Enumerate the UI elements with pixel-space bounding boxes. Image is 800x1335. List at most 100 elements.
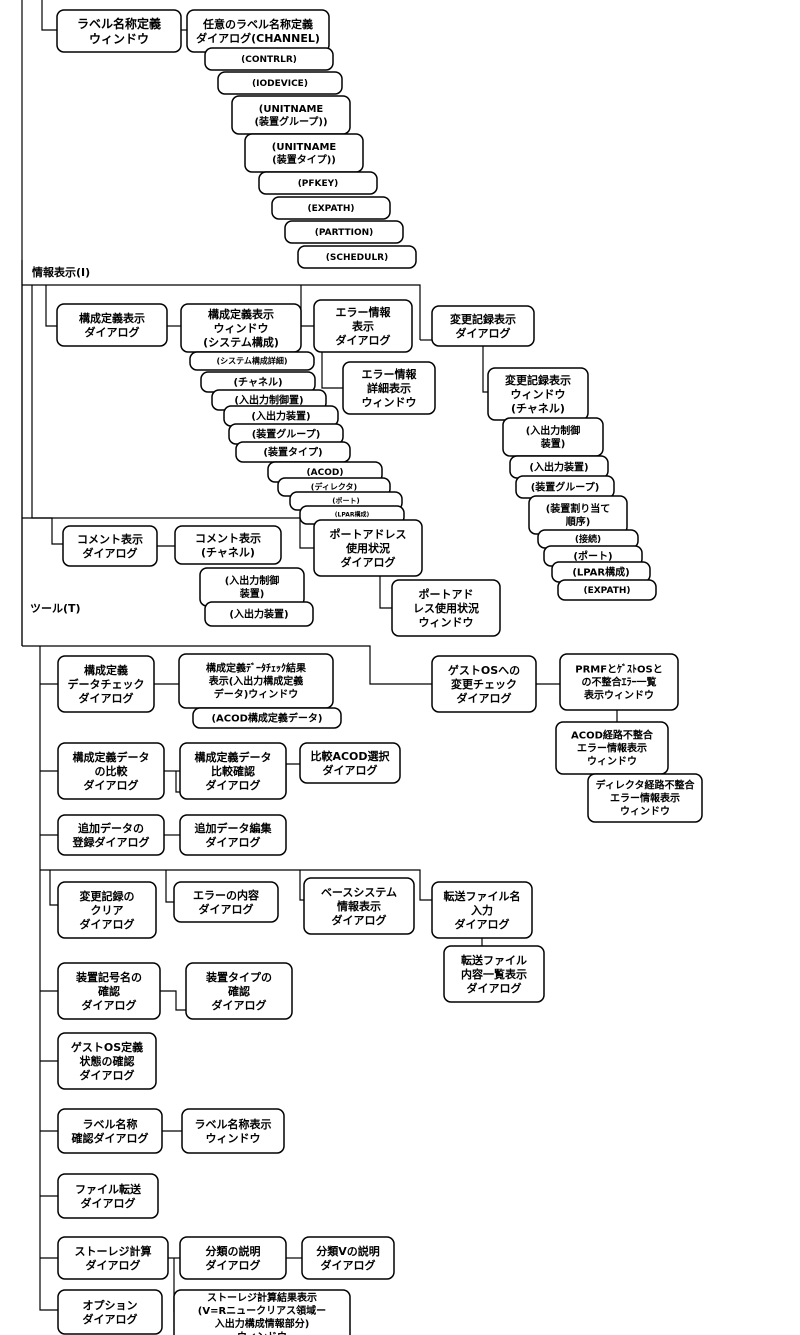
node-label-line: ウィンドウ bbox=[620, 806, 670, 818]
node-label-line: オプション bbox=[83, 1298, 138, 1312]
node-box bbox=[303, 877, 415, 935]
node-label-line: ダイアログ bbox=[83, 1312, 138, 1326]
node-box bbox=[173, 881, 279, 923]
node-label-line: (装置タイプ)) bbox=[272, 153, 336, 166]
node-cfg-iodev: (入出力装置) bbox=[223, 405, 339, 427]
node-label-line: ダイアログ bbox=[336, 333, 391, 347]
node-box bbox=[258, 171, 378, 195]
node-label-line: 使用状況 bbox=[345, 541, 390, 555]
node-label-line: ダイアログ bbox=[83, 546, 138, 560]
node-label-line: の不整合ｴﾗｰ一覧 bbox=[582, 676, 657, 689]
connector-line-34 bbox=[160, 990, 186, 1011]
connector-line-8 bbox=[300, 285, 314, 327]
node-box bbox=[299, 742, 401, 784]
node-label-line: 比較ACOD選択 bbox=[310, 749, 390, 763]
node-box bbox=[313, 519, 423, 577]
node-label-line: 転送ファイル名 bbox=[444, 889, 521, 903]
node-label-line: エラーの内容 bbox=[193, 888, 259, 902]
node-label-line: (V=Rニュークリアス領域ー bbox=[198, 1304, 326, 1317]
node-label-line: ゲストOS定義 bbox=[71, 1040, 143, 1054]
node-label-line: ダイアログ bbox=[79, 691, 134, 705]
node-label-line: ダイアログ(CHANNEL) bbox=[196, 31, 320, 45]
node-box bbox=[57, 1289, 163, 1335]
node-label-line: 転送ファイル bbox=[461, 953, 527, 967]
connector-line-11 bbox=[482, 346, 488, 393]
node-label-line: (ACOD構成定義データ) bbox=[211, 712, 322, 725]
node-label-line: ダイアログ bbox=[455, 917, 510, 931]
node-label-line: (システム構成) bbox=[203, 335, 279, 349]
connector-line-4 bbox=[22, 284, 421, 340]
node-label-line: (LPAR構成) bbox=[335, 511, 370, 519]
node-label-line: 構成定義データ bbox=[73, 750, 150, 764]
node-box bbox=[559, 653, 679, 711]
connector-line-17 bbox=[39, 646, 58, 1311]
node-chg-expath: (EXPATH) bbox=[557, 579, 657, 601]
node-label-line: (システム構成詳細) bbox=[216, 356, 287, 366]
connector-line-28 bbox=[40, 869, 432, 901]
node-chg-lpar: (LPAR構成) bbox=[551, 561, 651, 583]
node-label-line: ダイアログ bbox=[323, 763, 378, 777]
node-label-line: (チャネル) bbox=[233, 377, 282, 389]
node-label-line: ダイアログ bbox=[457, 691, 512, 705]
node-label-line: 構成定義表示 bbox=[208, 307, 274, 321]
node-label-line: 追加データの bbox=[78, 821, 144, 835]
node-label-line: ダイアログ bbox=[80, 1068, 135, 1082]
node-label-line: 変更チェック bbox=[451, 677, 517, 691]
connector-line-14 bbox=[379, 576, 392, 609]
node-label-line: ダイアログ bbox=[456, 326, 511, 340]
node-lbl-parttion: (PARTTION) bbox=[284, 220, 404, 244]
node-box bbox=[57, 814, 165, 856]
node-box bbox=[587, 773, 703, 823]
node-label-line: コメント表示 bbox=[77, 532, 143, 546]
node-boxes: ラベル名称定義ウィンドウ任意のラベル名称定義ダイアログ(CHANNEL)(CON… bbox=[56, 9, 703, 1335]
node-box bbox=[557, 579, 657, 601]
node-box bbox=[57, 742, 165, 800]
node-box bbox=[57, 962, 161, 1020]
node-label-line: ファイル転送 bbox=[75, 1182, 142, 1196]
node-box bbox=[57, 1236, 169, 1280]
node-cfg-devtype: (装置タイプ) bbox=[235, 441, 351, 463]
node-label-line: ウィンドウ bbox=[587, 756, 637, 768]
node-label-line: (入出力装置) bbox=[229, 608, 288, 621]
node-box bbox=[342, 361, 436, 415]
connector-line-31 bbox=[299, 870, 304, 901]
node-label-line: レス使用状況 bbox=[413, 601, 479, 615]
node-box bbox=[231, 95, 351, 135]
node-label-line: の比較 bbox=[95, 764, 129, 778]
node-label-line: コメント表示 bbox=[195, 531, 261, 545]
node-lbl-schedulr: (SCHEDULR) bbox=[297, 245, 417, 269]
node-box bbox=[204, 601, 314, 627]
node-label-line: 確認 bbox=[228, 984, 250, 998]
node-label-line: ストーレジ計算結果表示 bbox=[207, 1291, 317, 1304]
node-label-line: (チャネル) bbox=[511, 402, 565, 415]
node-label-line: (入出力装置) bbox=[251, 410, 310, 423]
node-label-line: (UNITNAME bbox=[259, 104, 324, 115]
node-label-line: ラベル名称定義 bbox=[77, 16, 161, 31]
node-label-line: 装置) bbox=[239, 587, 265, 600]
node-box bbox=[284, 220, 404, 244]
connector-line-30 bbox=[165, 870, 174, 903]
node-label-line: (SCHEDULR) bbox=[326, 253, 388, 263]
node-box bbox=[199, 567, 305, 607]
node-label-line: 登録ダイアログ bbox=[72, 835, 150, 849]
node-label-line: (チャネル) bbox=[201, 546, 255, 559]
node-label-line: ダイアログ bbox=[321, 1258, 376, 1272]
node-label-line: 分類Vの説明 bbox=[316, 1244, 380, 1258]
node-label-line: 追加データ編集 bbox=[195, 821, 273, 835]
node-label-line: クリア bbox=[91, 904, 124, 917]
node-lbl-unitname-t: (UNITNAME(装置タイプ)) bbox=[244, 133, 364, 173]
connector-line-16 bbox=[22, 645, 432, 685]
node-box bbox=[56, 9, 182, 53]
node-label-line: 確認ダイアログ bbox=[72, 1131, 149, 1145]
